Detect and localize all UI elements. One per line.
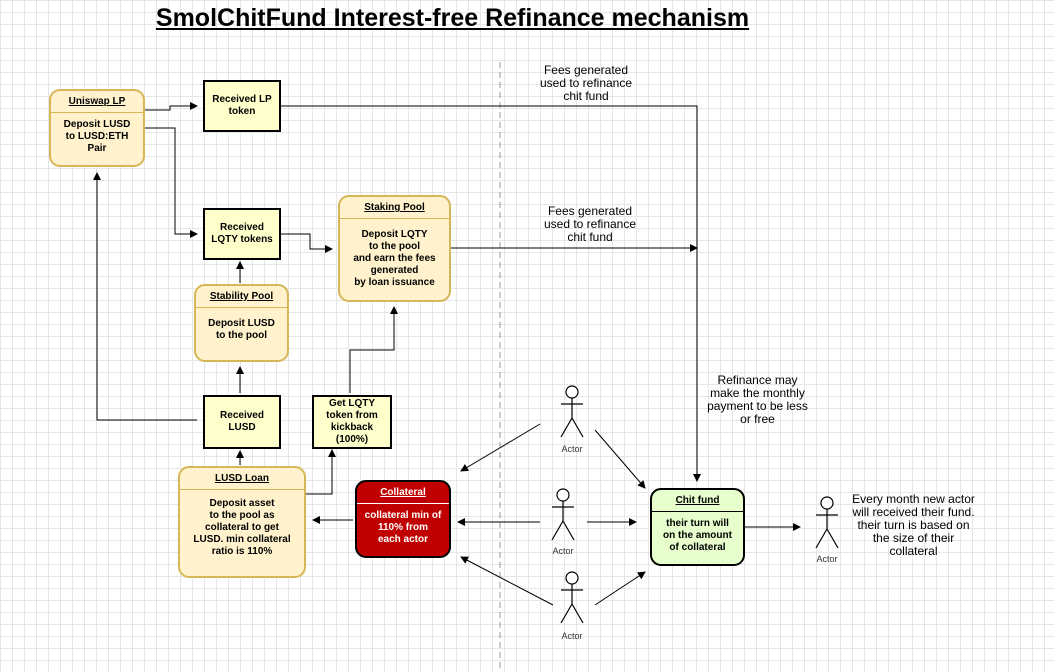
edge-lusd-to-uniswap: [93, 172, 197, 421]
note-line: chit fund: [567, 230, 613, 244]
edge-lp-token-to-chit: [281, 105, 701, 482]
actor-bottom-figure: [560, 571, 584, 624]
staking-pool-line: Deposit LQTY: [361, 229, 428, 240]
note-line: Fees generated: [543, 63, 629, 77]
uniswap-lp-line: to LUSD:ETH: [65, 131, 129, 142]
actor-bottom-label: Actor: [561, 631, 583, 641]
received-lqty-line: LQTY tokens: [211, 234, 273, 245]
edge-uniswap-to-lp-token: [145, 102, 198, 111]
staking-pool-line: and earn the fees: [353, 253, 436, 264]
lusd-loan-line: Deposit asset: [209, 498, 275, 509]
edge-actor-top-to-collateral: [460, 423, 541, 472]
note-line: their turn is based on: [857, 518, 970, 532]
note-line: the size of their: [872, 531, 955, 545]
edge-actor-top-to-chit: [594, 429, 646, 489]
uniswap-lp-node[interactable]: Uniswap LP Deposit LUSD to LUSD:ETH Pair: [49, 89, 145, 167]
get-lqty-line: kickback: [330, 422, 374, 433]
actor-right-label: Actor: [816, 554, 838, 564]
edge-loan-to-getlqty: [306, 449, 336, 495]
stability-pool-header: Stability Pool: [196, 286, 287, 308]
collateral-line: each actor: [377, 534, 429, 545]
collateral-header: Collateral: [357, 482, 449, 504]
actor-top-figure: [560, 385, 584, 438]
note-line: will received their fund.: [852, 505, 975, 519]
stability-pool-line: Deposit LUSD: [208, 318, 275, 329]
staking-pool-node[interactable]: Staking Pool Deposit LQTY to the pool an…: [338, 195, 451, 302]
collateral-line: 110% from: [377, 522, 429, 533]
note-line: Refinance may: [717, 373, 798, 387]
get-lqty-line: Get LQTY: [328, 398, 376, 409]
lusd-loan-line: ratio is 110%: [211, 546, 273, 557]
edge-lqty-to-staking: [281, 233, 333, 253]
staking-pool-line: to the pool: [368, 241, 421, 252]
get-lqty-line: token from: [326, 410, 378, 421]
chit-fund-line: on the amount: [663, 530, 732, 541]
uniswap-lp-line: Deposit LUSD: [63, 119, 131, 130]
chit-fund-node[interactable]: Chit fund their turn will on the amount …: [650, 488, 745, 566]
diagram-title: SmolChitFund Interest-free Refinance mec…: [155, 4, 750, 32]
lusd-loan-line: collateral to get: [205, 522, 279, 533]
note-line: Fees generated: [547, 204, 633, 218]
edge-actor-bot-to-chit: [594, 571, 646, 606]
note-line: Every month new actor: [852, 492, 975, 506]
received-lusd-line: LUSD: [228, 422, 256, 433]
staking-pool-line: by loan issuance: [354, 277, 435, 288]
lusd-loan-node[interactable]: LUSD Loan Deposit asset to the pool as c…: [178, 466, 306, 578]
received-lusd-node[interactable]: Received LUSD: [203, 395, 281, 449]
received-lp-line: Received LP: [212, 94, 272, 105]
connectors: [93, 102, 801, 606]
actor-right-figure: [815, 496, 839, 549]
edge-getlqty-to-staking: [349, 306, 398, 393]
get-lqty-node[interactable]: Get LQTY token from kickback (100%): [312, 395, 392, 449]
actor-middle-figure: [551, 488, 575, 541]
get-lqty-line: (100%): [335, 434, 369, 445]
edge-uniswap-to-lqty: [145, 127, 198, 238]
received-lusd-line: Received: [220, 410, 264, 421]
note-every-month: Every month new actor will received thei…: [846, 493, 981, 558]
note-line: used to refinance: [539, 76, 633, 90]
chit-fund-line: their turn will: [666, 518, 729, 529]
note-line: or free: [740, 412, 775, 426]
chit-fund-line: of collateral: [669, 542, 726, 553]
lusd-loan-line: LUSD. min collateral: [193, 534, 291, 545]
uniswap-lp-header: Uniswap LP: [51, 91, 143, 113]
note-line: used to refinance: [543, 217, 637, 231]
received-lqty-line: Received: [220, 222, 264, 233]
chit-fund-header: Chit fund: [652, 490, 743, 512]
actor-top-label: Actor: [561, 444, 583, 454]
lusd-loan-header: LUSD Loan: [180, 468, 304, 490]
staking-pool-header: Staking Pool: [340, 197, 449, 219]
note-line: make the monthly: [710, 386, 805, 400]
stability-pool-node[interactable]: Stability Pool Deposit LUSD to the pool: [194, 284, 289, 362]
stability-pool-line: to the pool: [215, 330, 268, 341]
received-lp-token-node[interactable]: Received LP token: [203, 80, 281, 132]
collateral-line: collateral min of: [364, 510, 442, 521]
staking-pool-line: generated: [370, 265, 419, 276]
received-lp-line: token: [228, 106, 256, 117]
note-refinance: Refinance may make the monthly payment t…: [695, 374, 820, 426]
received-lqty-node[interactable]: Received LQTY tokens: [203, 208, 281, 260]
edge-actor-bot-to-collateral: [460, 556, 554, 606]
actor-middle-label: Actor: [552, 546, 574, 556]
note-line: chit fund: [563, 89, 609, 103]
note-line: payment to be less: [707, 399, 808, 413]
note-fees-lp: Fees generated used to refinance chit fu…: [526, 64, 646, 103]
lusd-loan-line: to the pool as: [209, 510, 275, 521]
note-fees-staking: Fees generated used to refinance chit fu…: [530, 205, 650, 244]
uniswap-lp-line: Pair: [87, 143, 107, 154]
collateral-node[interactable]: Collateral collateral min of 110% from e…: [355, 480, 451, 558]
note-line: collateral: [889, 544, 938, 558]
